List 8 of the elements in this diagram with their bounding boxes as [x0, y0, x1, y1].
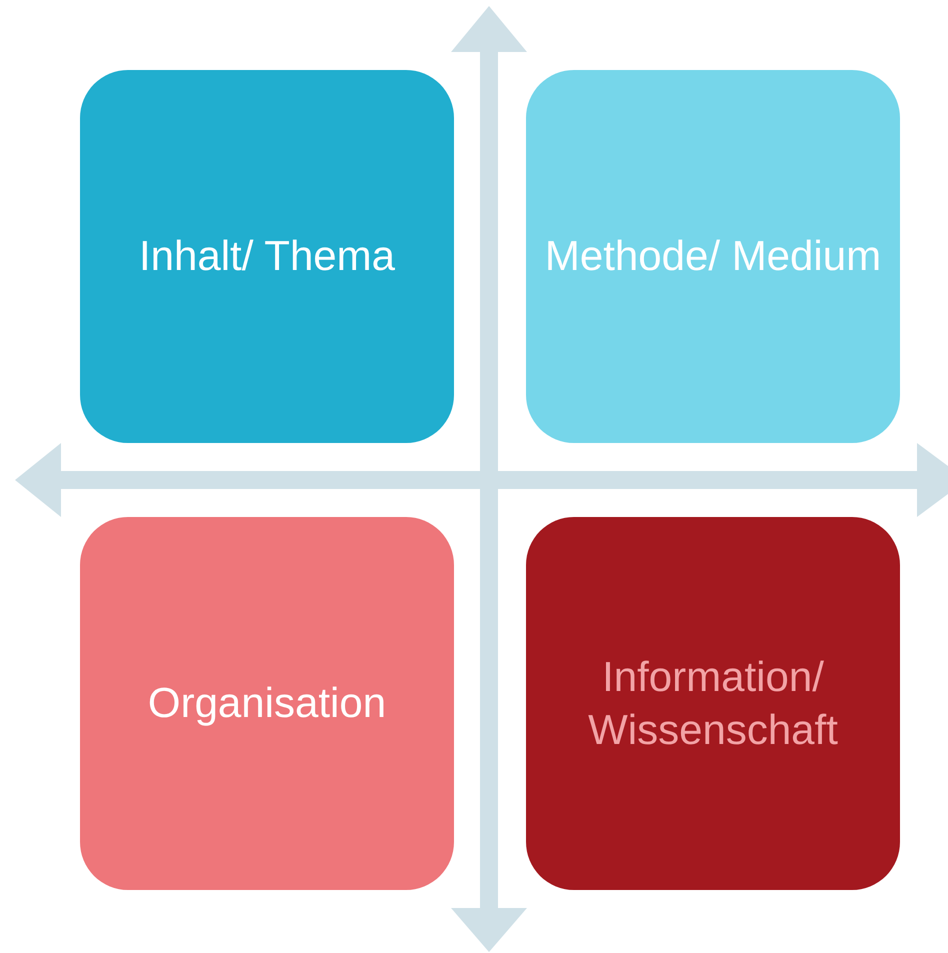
box-label: Information/ Wissenschaft: [587, 652, 839, 754]
box-label: Organisation: [148, 678, 386, 728]
rounded-box: [80, 70, 454, 443]
box-label: Inhalt/ Thema: [138, 231, 396, 282]
rounded-box: [80, 517, 454, 890]
box-label: Methode/ Medium: [544, 231, 882, 282]
rounded-box: [526, 517, 900, 890]
rounded-box: [526, 70, 900, 443]
